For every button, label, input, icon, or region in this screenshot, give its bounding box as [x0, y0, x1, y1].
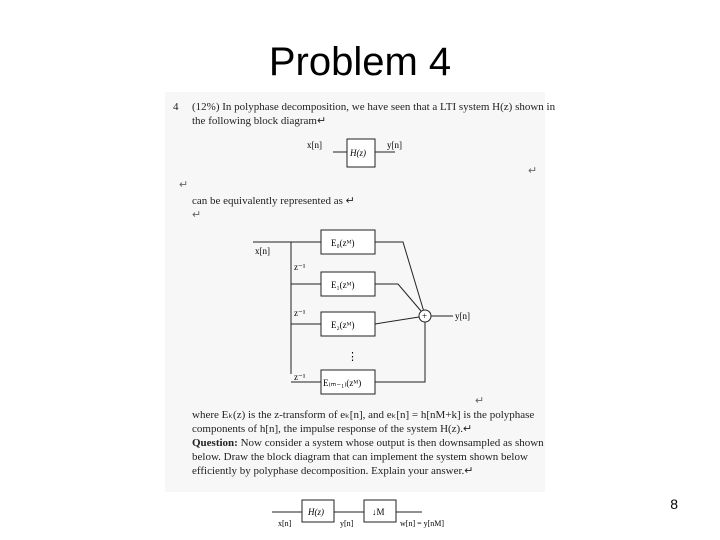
d3-output-label: w[n] = y[nM]: [400, 519, 444, 528]
h-block: [346, 138, 376, 168]
equivalent-text: can be equivalently represented as ↵: [192, 195, 355, 207]
return-mark: ↵: [192, 209, 202, 221]
delay-label: z⁻¹: [294, 372, 306, 382]
polyphase-block-diagram: x[n] z⁻¹ z⁻¹ z⁻¹ E₀(zᴹ) E₁(zᴹ) E₂(zᴹ) E₍…: [253, 229, 470, 395]
return-mark: ↵: [179, 179, 189, 191]
question-line-2: below. Draw the block diagram that can i…: [192, 451, 528, 463]
intro-line-1: (12%) In polyphase decomposition, we hav…: [192, 101, 556, 113]
d3-block-label: H(z): [307, 507, 324, 517]
delay-label: z⁻¹: [294, 308, 306, 318]
item-marker: 4: [173, 101, 179, 113]
downsample-block-diagram: x[n] H(z) y[n] ↓M w[n] = y[nM]: [272, 499, 444, 528]
question-label: Question:: [192, 437, 238, 449]
d1-block-label: H(z): [349, 148, 366, 158]
e1-label: E₁(zᴹ): [331, 280, 354, 290]
d3-mid-label: y[n]: [340, 519, 354, 528]
question-line-1: Question: Now consider a system whose ou…: [192, 436, 544, 450]
adder-symbol: +: [422, 311, 427, 321]
em1-label: E₍ₘ₋₁₎(zᴹ): [323, 378, 361, 388]
return-mark: ↵: [528, 165, 538, 177]
d3-input-label: x[n]: [278, 519, 292, 528]
e2-label: E₂(zᴹ): [331, 320, 354, 330]
question-line-3: efficiently by polyphase decomposition. …: [192, 465, 474, 477]
h-block: [301, 499, 335, 523]
delay-label: z⁻¹: [294, 262, 306, 272]
e0-label: E₀(zᴹ): [331, 238, 354, 248]
downsampler-block: [363, 499, 397, 523]
intro-line-2: the following block diagram↵: [192, 115, 327, 127]
page-number: 8: [670, 496, 678, 512]
downsampler-label: ↓M: [372, 507, 385, 517]
block-diagram-h: x[n] H(z) y[n]: [307, 138, 402, 168]
question-text-1: Now consider a system whose output is th…: [240, 437, 544, 449]
d1-input-label: x[n]: [307, 140, 322, 150]
slide-title: Problem 4: [268, 40, 452, 84]
definition-line-2: components of h[n], the impulse response…: [192, 423, 473, 435]
d2-input-label: x[n]: [255, 246, 270, 256]
scanned-problem-image: 4 (12%) In polyphase decomposition, we h…: [165, 92, 555, 492]
d1-output-label: y[n]: [387, 140, 402, 150]
return-mark: ↵: [475, 395, 485, 407]
e0-block: [320, 229, 376, 255]
vertical-ellipsis: ⋮: [347, 351, 358, 363]
definition-line-1: where Eₖ(z) is the z-transform of eₖ[n],…: [192, 409, 535, 421]
d2-output-label: y[n]: [455, 311, 470, 321]
